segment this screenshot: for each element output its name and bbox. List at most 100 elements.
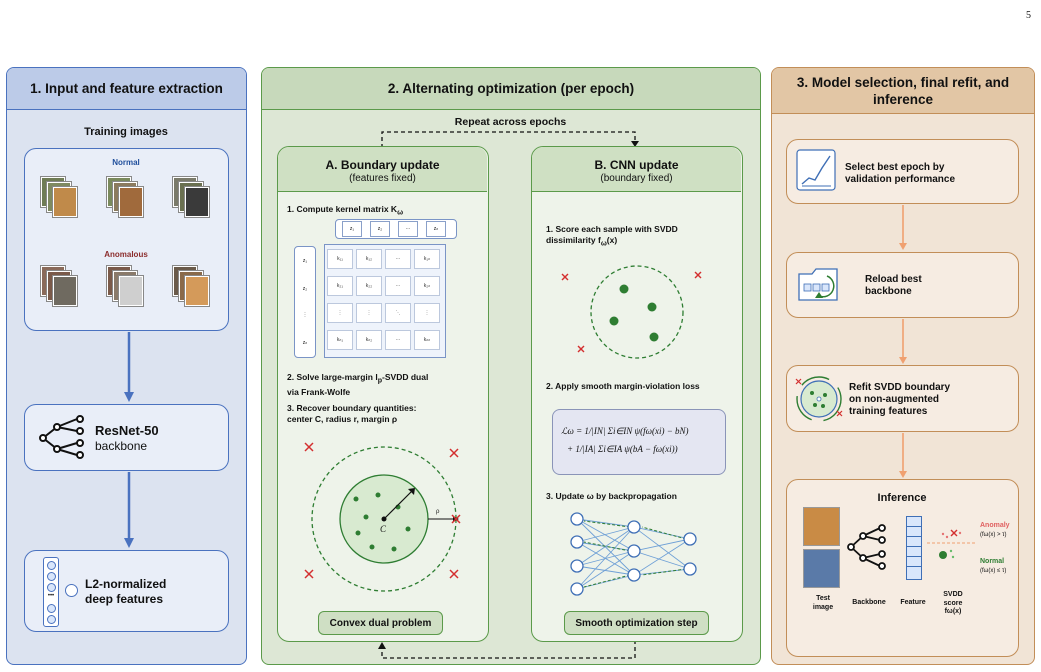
matrix-grid: k₁₁ k₁₂ ··· k₁ₙ k₂₁ k₂₂ ··· k₂ₙ ⋮ ⋮ ⋱ ⋮ … — [324, 244, 446, 358]
feature-normalize-icon — [65, 584, 78, 597]
panel-model-selection: 3. Model selection, final refit, and inf… — [771, 67, 1035, 665]
matrix-cell: ⋮ — [327, 303, 353, 323]
page-number: 5 — [1026, 10, 1031, 21]
anomaly-cond: (fω(x) > τ) — [980, 532, 1007, 538]
kernel-matrix: z₁ z₂ ··· zₙ z₁ z₂ ⋮ zₙ k₁₁ k₁₂ ··· k₁ₙ … — [288, 219, 478, 369]
rho-label: ρ — [436, 509, 440, 515]
matrix-left-cell: z₂ — [295, 281, 315, 297]
cnn-update-sub: (boundary fixed) — [600, 173, 673, 184]
boundary-update-box: A. Boundary update (features fixed) 1. C… — [277, 146, 489, 642]
cap-backbone: Backbone — [852, 599, 886, 606]
panel-input-feature-extraction: 1. Input and feature extraction Training… — [6, 67, 247, 665]
panel3-title: 3. Model selection, final refit, and inf… — [772, 68, 1034, 114]
matrix-left-cell: ⋮ — [295, 307, 315, 323]
matrix-cell: kₙ₁ — [327, 330, 353, 350]
matrix-cell: k₂ₙ — [414, 276, 440, 296]
network-tree-icon — [39, 415, 84, 459]
inference-box: Inference Anomaly (fω(x) > τ) Normal ( — [786, 479, 1019, 657]
test-image-bird — [803, 549, 840, 588]
matrix-left-col: z₁ z₂ ⋮ zₙ — [294, 246, 316, 358]
arrow-images-to-backbone — [124, 332, 134, 402]
matrix-cell: ⋱ — [385, 303, 411, 323]
inference-feature-vector — [906, 516, 922, 580]
deep-features-box: ••• L2-normalized deep features — [24, 550, 229, 632]
normal-label-inference: Normal — [980, 558, 1005, 565]
anomaly-crosses — [304, 442, 461, 579]
cap-feature: Feature — [900, 599, 926, 606]
folder-reload-icon — [798, 268, 838, 301]
loss-line2: + 1/|IA| Σi∈IA ψ(bA − fω(xi)) — [567, 444, 678, 454]
panel-alternating-optimization: 2. Alternating optimization (per epoch) … — [261, 67, 761, 665]
loss-line1: ℒω = 1/|IN| Σi∈IN ψ(fω(xi) − bN) — [561, 426, 689, 436]
backbone-name: ResNet-50 — [95, 423, 159, 438]
neural-network-diagram — [570, 512, 697, 596]
smooth-step-footer: Smooth optimization step — [564, 611, 709, 635]
arrow-refit-to-inference — [899, 433, 907, 478]
b-step2: 2. Apply smooth margin-violation loss — [546, 381, 700, 391]
panel1-title: 1. Input and feature extraction — [7, 68, 246, 110]
cap-test-image: Test image — [812, 595, 834, 611]
training-images-label: Training images — [84, 126, 168, 138]
anomalous-label: Anomalous — [104, 250, 148, 259]
normal-label: Normal — [112, 158, 140, 167]
score-boundary-circle — [590, 265, 684, 359]
boundary-update-title: A. Boundary update — [325, 158, 440, 172]
arrow-backbone-to-features — [124, 472, 134, 548]
matrix-cell: ⋮ — [414, 303, 440, 323]
repeat-loop-top — [381, 131, 639, 148]
test-image-dog — [803, 507, 840, 546]
panel2-title: 2. Alternating optimization (per epoch) — [262, 68, 760, 110]
matrix-top-cell: zₙ — [426, 221, 446, 237]
convex-dual-footer: Convex dual problem — [318, 611, 443, 635]
arrow-reload-to-refit — [899, 319, 907, 364]
a-step3: 3. Recover boundary quantities: center C… — [287, 403, 417, 424]
score-diagram — [561, 265, 702, 359]
vector-dots: ••• — [47, 593, 55, 599]
matrix-left-cell: z₁ — [295, 253, 315, 269]
matrix-cell: kₙ₂ — [356, 330, 382, 350]
refit-circle-icon — [795, 376, 843, 422]
matrix-cell: ⋮ — [356, 303, 382, 323]
center-label: C — [380, 524, 387, 534]
inference-backbone-icon — [847, 524, 886, 570]
anomaly-label: Anomaly — [980, 522, 1010, 529]
matrix-cell: ··· — [385, 330, 411, 350]
inference-score-plot — [927, 529, 977, 559]
matrix-top-row: z₁ z₂ ··· zₙ — [335, 219, 457, 239]
svdd-boundary-diagram — [304, 442, 461, 592]
a-step1: 1. Compute kernel matrix Kω — [287, 204, 404, 217]
matrix-top-cell: z₂ — [370, 221, 390, 237]
features-line2: deep features — [85, 592, 164, 606]
matrix-cell: k₂₁ — [327, 276, 353, 296]
training-images-box: Normal Anomalous — [24, 148, 229, 331]
normal-cond: (fω(x) ≤ τ) — [980, 568, 1007, 574]
b-step1: 1. Score each sample with SVDD dissimila… — [546, 224, 678, 248]
matrix-top-cell: ··· — [398, 221, 418, 237]
matrix-cell: kₙₙ — [414, 330, 440, 350]
matrix-cell: k₁₁ — [327, 249, 353, 269]
line-chart-icon — [796, 149, 836, 191]
repeat-loop-bottom — [378, 640, 636, 659]
features-line1: L2-normalized — [85, 577, 167, 591]
inference-title: Inference — [877, 492, 927, 504]
backbone-sub: backbone — [95, 439, 148, 453]
matrix-top-cell: z₁ — [342, 221, 362, 237]
repeat-label: Repeat across epochs — [454, 116, 567, 128]
a-step2: 2. Solve large-margin lp-SVDD dual via F… — [287, 372, 429, 397]
matrix-left-cell: zₙ — [295, 335, 315, 351]
cnn-update-box: B. CNN update (boundary fixed) 1. Score … — [531, 146, 743, 642]
matrix-cell: k₁₂ — [356, 249, 382, 269]
matrix-cell: ··· — [385, 276, 411, 296]
matrix-cell: k₁ₙ — [414, 249, 440, 269]
matrix-cell: ··· — [385, 249, 411, 269]
b-step3: 3. Update ω by backpropagation — [546, 491, 677, 501]
boundary-update-sub: (features fixed) — [349, 173, 416, 184]
matrix-cell: k₂₂ — [356, 276, 382, 296]
